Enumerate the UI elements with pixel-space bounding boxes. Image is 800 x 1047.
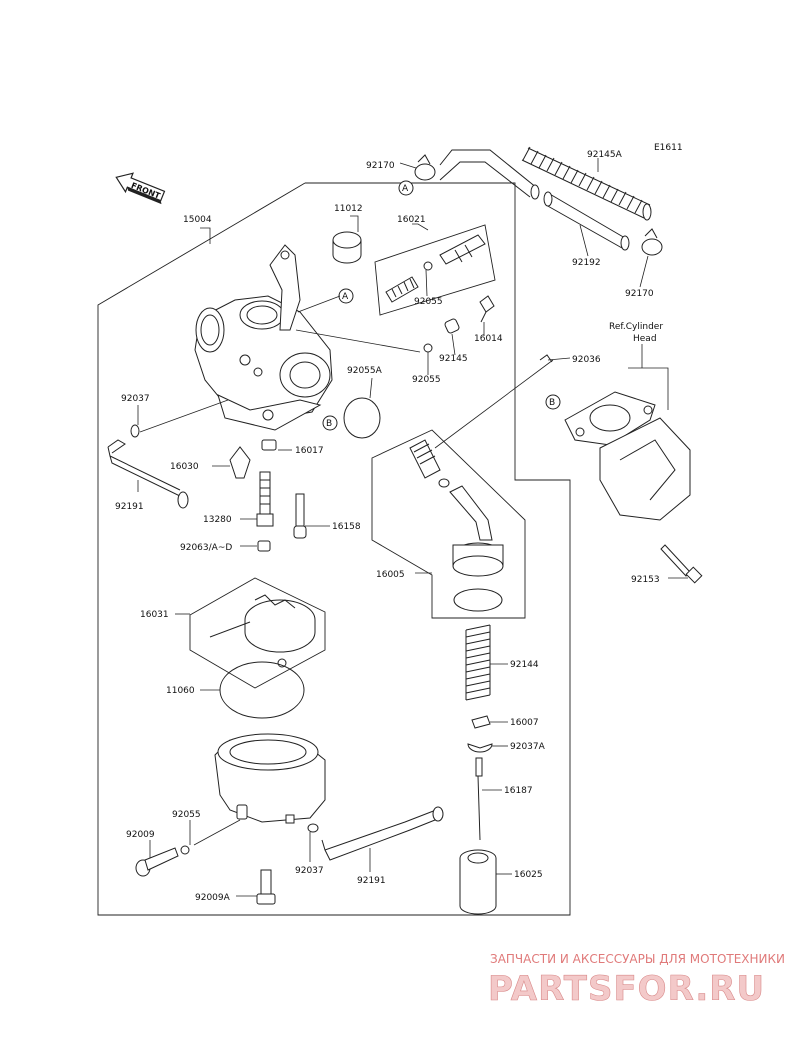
clamp-92170-top xyxy=(414,154,436,181)
carburetor-body xyxy=(194,244,333,431)
tube-13280 xyxy=(256,471,274,527)
pilot-screw-16021 xyxy=(385,234,486,303)
jet-16158 xyxy=(293,493,307,539)
watermark: ЗАПЧАСТИ И АКСЕССУАРЫ ДЛЯ МОТОТЕХНИКИ PA… xyxy=(488,952,785,1009)
label-92055-top: 92055 xyxy=(414,297,443,307)
front-arrow-icon: FRONT xyxy=(115,172,166,205)
clip-92037-left xyxy=(130,424,140,438)
subassembly-box-16005 xyxy=(371,429,526,619)
clip-92037-bottom xyxy=(307,823,319,833)
jet-92063 xyxy=(257,540,271,552)
needle-16187 xyxy=(475,757,483,841)
label-92009: 92009 xyxy=(126,830,155,840)
seat-92037A xyxy=(467,743,493,753)
idle-screw-16014 xyxy=(479,295,495,323)
collar-11012 xyxy=(332,231,362,264)
spring-92145 xyxy=(444,318,460,334)
label-92055A: 92055A xyxy=(347,366,383,376)
ref-label-line2: Head xyxy=(633,334,657,344)
bolt-92153 xyxy=(660,544,703,584)
hose-top xyxy=(439,149,540,200)
hose-92192 xyxy=(543,191,630,251)
assembly-outline-15004 xyxy=(97,182,571,916)
label-16007: 16007 xyxy=(510,718,539,728)
part-labels: 15004 11012 16021 92055 16014 92145 9205… xyxy=(115,150,663,903)
diagram-code: E1611 xyxy=(654,143,683,153)
watermark-logo: PARTSFOR.RU xyxy=(488,969,765,1009)
marker-a-body-label: A xyxy=(342,292,349,302)
cap-16005 xyxy=(409,439,504,612)
float-16031 xyxy=(209,594,316,653)
subassembly-box-16031 xyxy=(189,577,326,689)
ref-label-line1: Ref.Cylinder xyxy=(609,322,663,332)
hose-92191-left xyxy=(107,439,189,509)
marker-b-body xyxy=(322,415,338,431)
marker-b-right-label: B xyxy=(549,398,555,408)
throttle-valve-16025 xyxy=(459,849,497,915)
label-16021: 16021 xyxy=(397,215,426,225)
clip-92036 xyxy=(539,354,553,363)
label-16017: 16017 xyxy=(295,446,324,456)
oring-92055A xyxy=(343,397,381,439)
float-bowl xyxy=(214,733,326,824)
label-92145A: 92145A xyxy=(587,150,623,160)
label-92145: 92145 xyxy=(439,354,468,364)
label-11060: 11060 xyxy=(166,686,195,696)
gasket-tab xyxy=(277,658,287,668)
label-92153: 92153 xyxy=(631,575,660,585)
subassembly-box-16021 xyxy=(374,224,496,316)
drain-screw-92009 xyxy=(135,847,179,877)
hose-92191-bottom xyxy=(321,806,444,861)
label-92170-top: 92170 xyxy=(366,161,395,171)
marker-b-right xyxy=(545,394,561,410)
marker-a-top xyxy=(398,180,414,196)
label-16005: 16005 xyxy=(376,570,405,580)
label-92037A: 92037A xyxy=(510,742,546,752)
float-valve-16030 xyxy=(229,446,251,479)
gasket-11060 xyxy=(219,661,305,719)
marker-a-top-label: A xyxy=(402,184,409,194)
label-92009A: 92009A xyxy=(195,893,231,903)
label-92037-bottom: 92037 xyxy=(295,866,324,876)
sleeve-92145A xyxy=(521,146,652,221)
label-15004: 15004 xyxy=(183,215,212,225)
oring-92055-bottom xyxy=(180,845,190,855)
label-92055-bottom: 92055 xyxy=(172,810,201,820)
clip-16007 xyxy=(471,715,491,729)
label-92037-left: 92037 xyxy=(121,394,150,404)
label-16014: 16014 xyxy=(474,334,503,344)
insulator xyxy=(564,391,691,521)
screw-92009A xyxy=(256,869,276,905)
label-11012: 11012 xyxy=(334,204,363,214)
jet-16017 xyxy=(261,439,277,451)
watermark-tagline: ЗАПЧАСТИ И АКСЕССУАРЫ ДЛЯ МОТОТЕХНИКИ xyxy=(490,952,785,966)
label-92170-right: 92170 xyxy=(625,289,654,299)
label-92191-bottom: 92191 xyxy=(357,876,386,886)
label-16025: 16025 xyxy=(514,870,543,880)
spring-92144 xyxy=(465,624,491,701)
label-92036: 92036 xyxy=(572,355,601,365)
oring-92055-mid xyxy=(423,343,433,353)
label-16187: 16187 xyxy=(504,786,533,796)
marker-b-body-label: B xyxy=(326,419,332,429)
leader-lines xyxy=(137,158,688,897)
label-16158: 16158 xyxy=(332,522,361,532)
label-16030: 16030 xyxy=(170,462,199,472)
label-92144: 92144 xyxy=(510,660,539,670)
label-16031: 16031 xyxy=(140,610,169,620)
label-92063: 92063/A~D xyxy=(180,543,232,553)
label-92055-mid: 92055 xyxy=(412,375,441,385)
label-92192: 92192 xyxy=(572,258,601,268)
label-92191-left: 92191 xyxy=(115,502,144,512)
clamp-92170-right xyxy=(641,228,663,256)
label-13280: 13280 xyxy=(203,515,232,525)
